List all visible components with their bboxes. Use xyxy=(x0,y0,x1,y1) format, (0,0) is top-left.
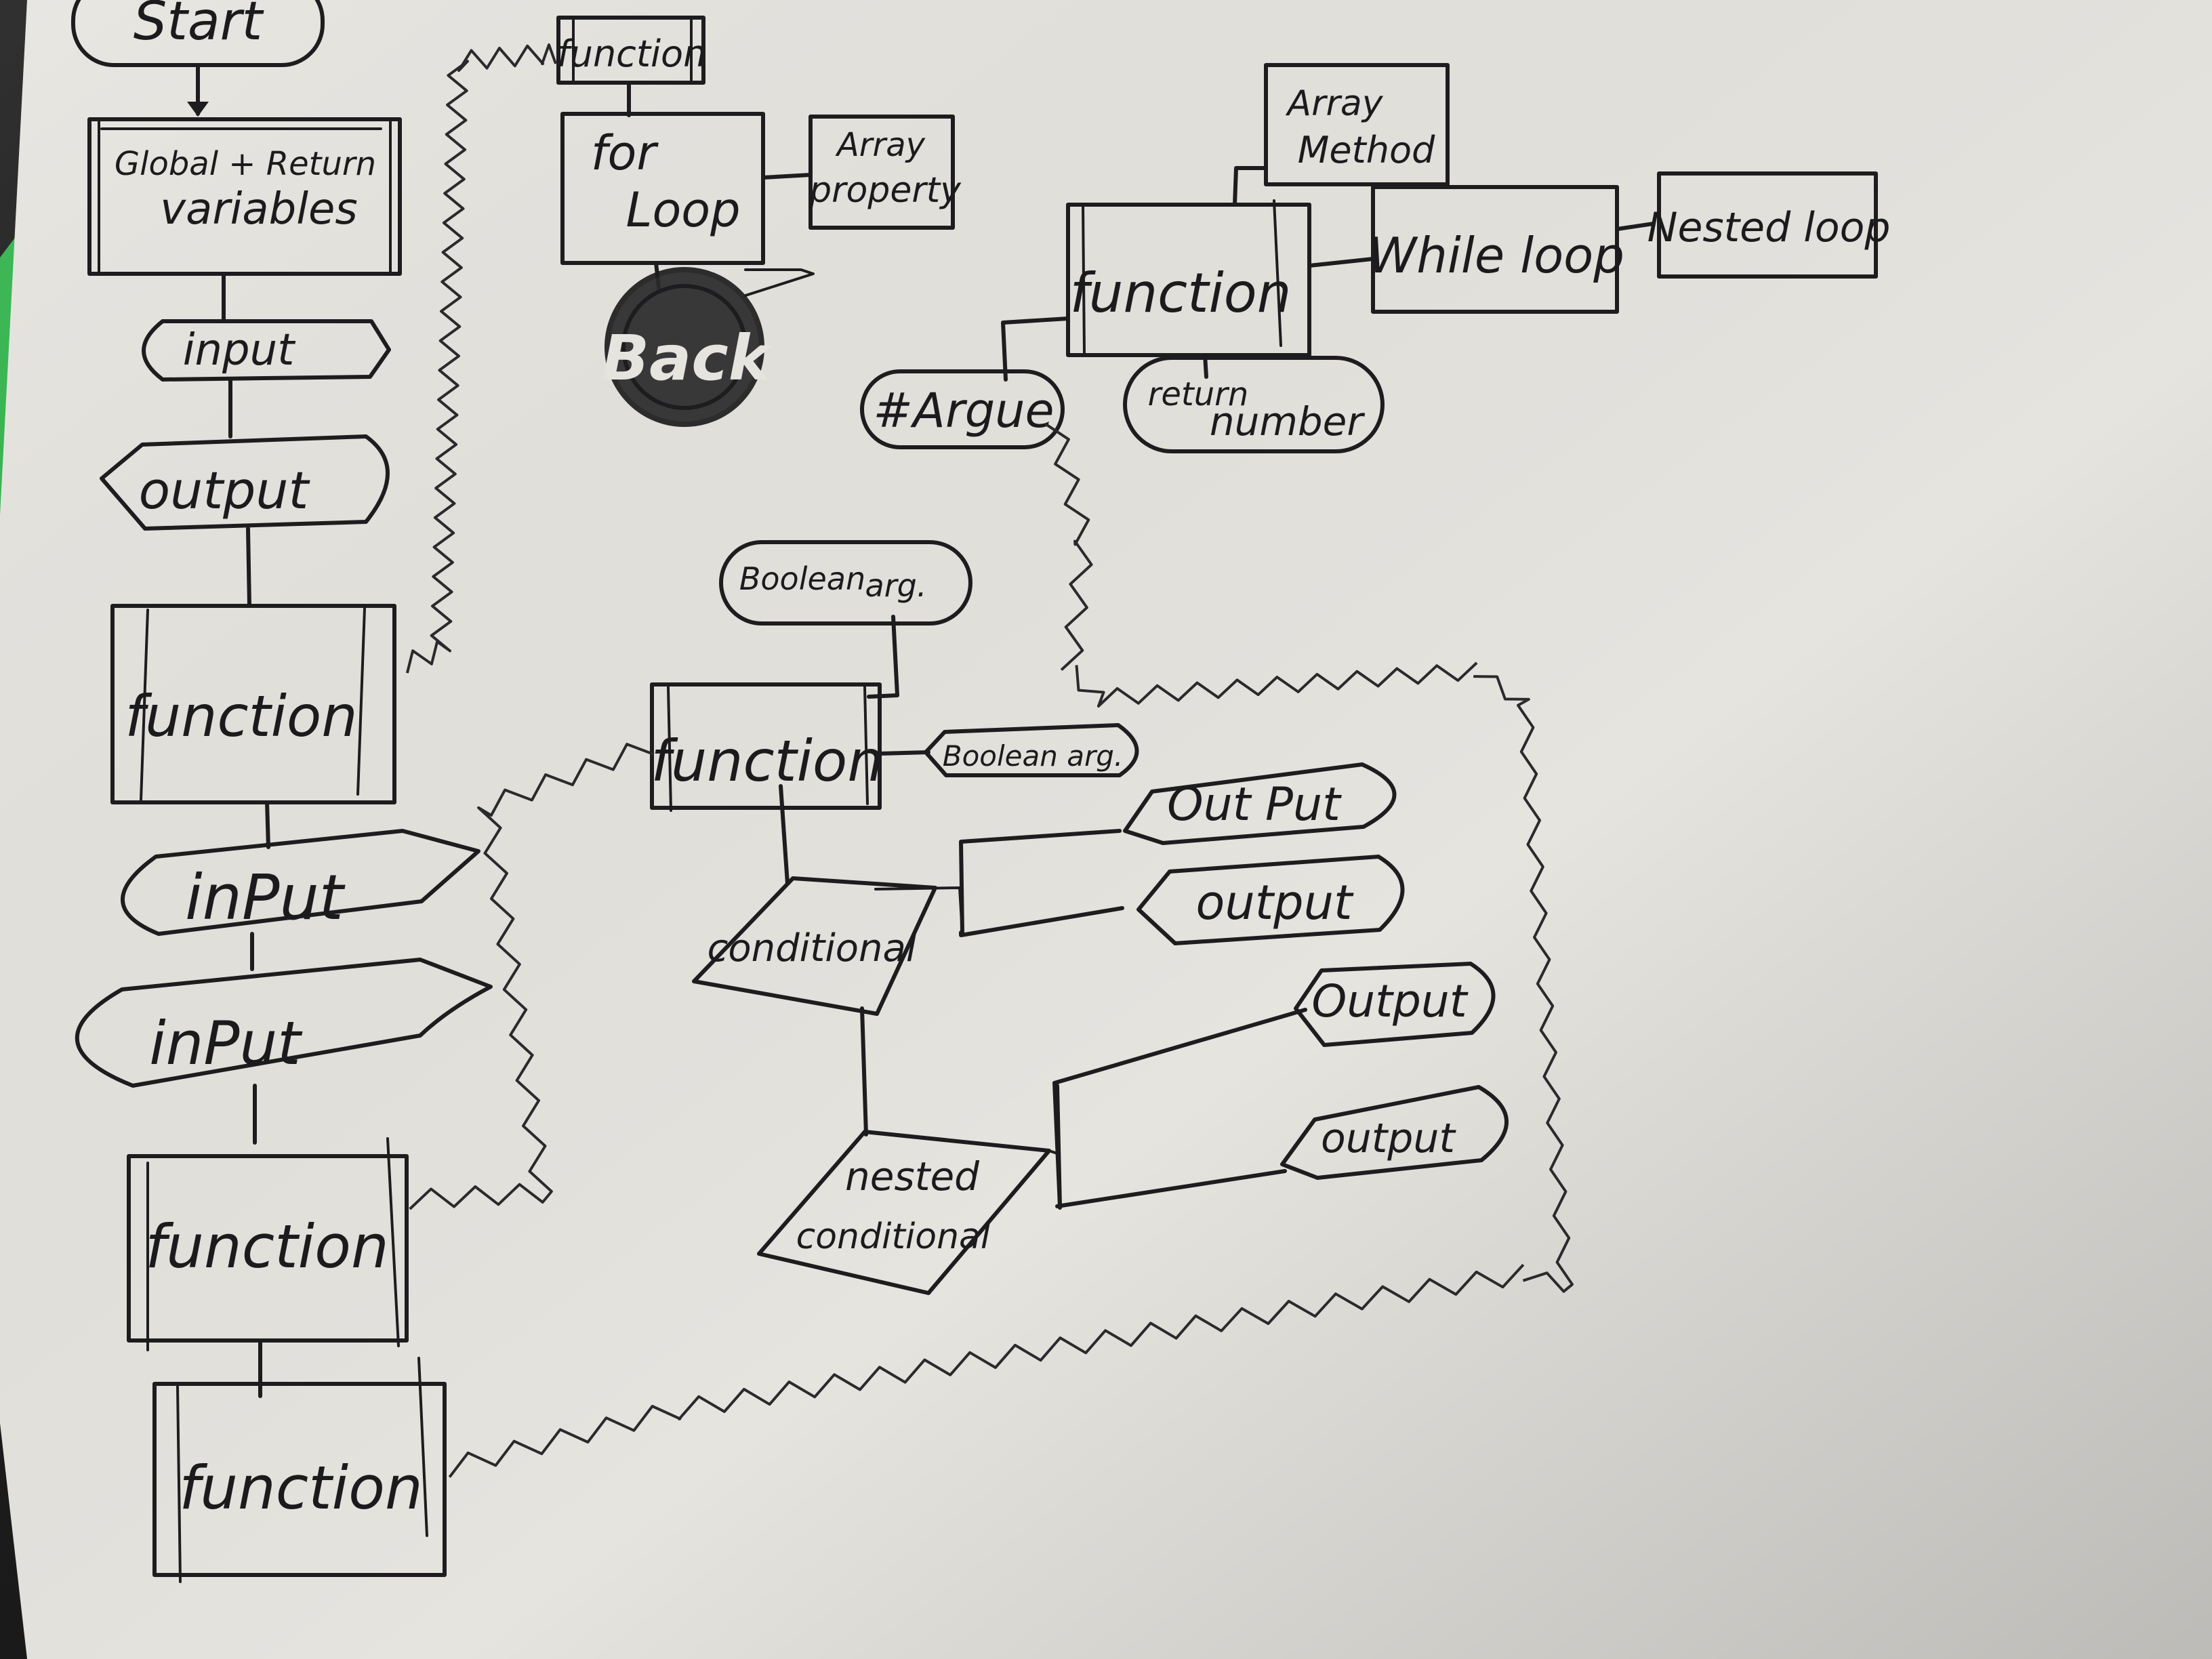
array-property-label-line2: property xyxy=(808,170,962,211)
globals-label-line2: variables xyxy=(160,184,358,234)
nested-loop-box xyxy=(1657,171,1878,279)
output-d-shape xyxy=(1280,1085,1509,1180)
connector-whileloop-nestedloop xyxy=(1615,222,1656,231)
connector-function-whileloop xyxy=(1307,257,1375,268)
function3-inner-left xyxy=(176,1385,182,1583)
connector-arraymethod-function xyxy=(1233,166,1268,207)
input2-label: inPut xyxy=(185,861,346,934)
boolean-arg-top-oval xyxy=(719,540,972,626)
output-a-label: Out Put xyxy=(1167,778,1342,832)
function1-label: function xyxy=(125,683,357,750)
return-number-label-line1: return xyxy=(1148,375,1249,413)
back-label: Back xyxy=(602,322,773,394)
while-loop-box xyxy=(1371,185,1619,314)
input1-label: input xyxy=(183,325,297,375)
function2-inner-right xyxy=(386,1137,400,1347)
arrowhead-start xyxy=(187,102,209,117)
function-right-inner-left xyxy=(1082,203,1086,356)
back-inner-circle xyxy=(621,284,747,410)
wave-border-top xyxy=(1075,661,1478,708)
function1-inner-right xyxy=(356,607,366,796)
connector-function-booleanarg-right xyxy=(878,750,930,756)
conditional-label: conditional xyxy=(708,926,917,970)
branch-lower xyxy=(959,906,1124,937)
squiggly-connectors xyxy=(405,43,1574,1478)
input1-shape xyxy=(142,319,391,382)
connector-output1-function1 xyxy=(246,527,251,608)
conditional-diamond xyxy=(692,876,937,1016)
globals-box xyxy=(87,117,402,276)
output1-label: output xyxy=(139,460,311,520)
function-right-box xyxy=(1066,203,1311,357)
array-method-label-line1: Array xyxy=(1286,83,1384,124)
output-b-shape xyxy=(1136,855,1405,945)
wave-function2-to-function-center xyxy=(409,743,655,1210)
return-number-label-line2: number xyxy=(1210,398,1366,445)
nested-branch-lower xyxy=(1055,1169,1287,1208)
output1-shape xyxy=(100,434,390,531)
boolean-arg-right-label: Boolean arg. xyxy=(943,739,1123,773)
wave-function3-to-loop-border xyxy=(448,1263,1525,1478)
boolean-arg-top-label-line2: arg. xyxy=(865,567,927,604)
back-scribble-circle xyxy=(605,267,764,427)
array-method-label-line2: Method xyxy=(1298,129,1435,171)
connector-function-argue xyxy=(1001,316,1070,382)
output-a-shape xyxy=(1123,762,1397,845)
function-top-label: function xyxy=(557,33,707,75)
nested-conditional-diamond xyxy=(757,1130,1051,1295)
input3-shape xyxy=(75,958,493,1088)
argue-oval xyxy=(860,369,1065,449)
back-arrow xyxy=(744,268,815,297)
connector-function1-input2 xyxy=(265,800,270,849)
function-right-inner-right xyxy=(1273,199,1282,347)
output-b-label: output xyxy=(1196,875,1354,930)
for-loop-label-line1: for xyxy=(591,125,659,181)
array-property-label-line1: Array xyxy=(835,126,926,164)
wave-function1-to-function-top xyxy=(405,43,557,674)
wave-border-right xyxy=(1473,675,1574,1293)
wave-argue-to-border xyxy=(1044,422,1093,671)
function3-inner-right xyxy=(417,1357,428,1537)
globals-label-line1: Global + Return xyxy=(115,145,376,183)
function3-label: function xyxy=(179,1453,422,1523)
boolean-arg-right-shape xyxy=(924,723,1139,777)
function2-label: function xyxy=(145,1212,388,1282)
nested-loop-label: Nested loop xyxy=(1647,204,1891,251)
input3-label: inPut xyxy=(149,1008,303,1078)
return-number-oval xyxy=(1123,356,1385,453)
function-center-box xyxy=(650,682,882,810)
function-center-inner-left xyxy=(667,686,672,812)
function2-box xyxy=(127,1154,409,1343)
for-loop-label-line2: Loop xyxy=(626,182,740,238)
function-center-inner-right xyxy=(863,686,869,805)
function3-box xyxy=(152,1382,447,1577)
output-d-label: output xyxy=(1321,1115,1456,1162)
connector-conditional-nested xyxy=(860,1006,868,1136)
function1-box xyxy=(110,604,396,804)
branch-upper xyxy=(959,829,1122,935)
array-property-box xyxy=(808,115,955,230)
function1-inner-left xyxy=(140,609,149,801)
start-label: Start xyxy=(134,0,264,52)
array-method-box xyxy=(1264,63,1450,186)
nested-conditional-label-line2: conditional xyxy=(796,1216,991,1257)
function-center-label: function xyxy=(651,728,883,794)
connector-forloop-arrayproperty xyxy=(761,173,813,180)
output-c-label: Output xyxy=(1311,975,1468,1027)
for-loop-box xyxy=(560,112,765,265)
nested-branch-spine xyxy=(1055,1084,1062,1210)
nested-conditional-label-line1: nested xyxy=(845,1153,980,1200)
while-loop-label: While loop xyxy=(1368,227,1624,284)
boolean-arg-top-label-line1: Boolean xyxy=(739,560,865,597)
output-c-shape xyxy=(1294,962,1496,1047)
function-right-label: function xyxy=(1070,262,1292,325)
input2-shape xyxy=(121,829,480,936)
argue-label: #Argue xyxy=(873,383,1054,438)
connector-function-conditional xyxy=(779,784,790,886)
